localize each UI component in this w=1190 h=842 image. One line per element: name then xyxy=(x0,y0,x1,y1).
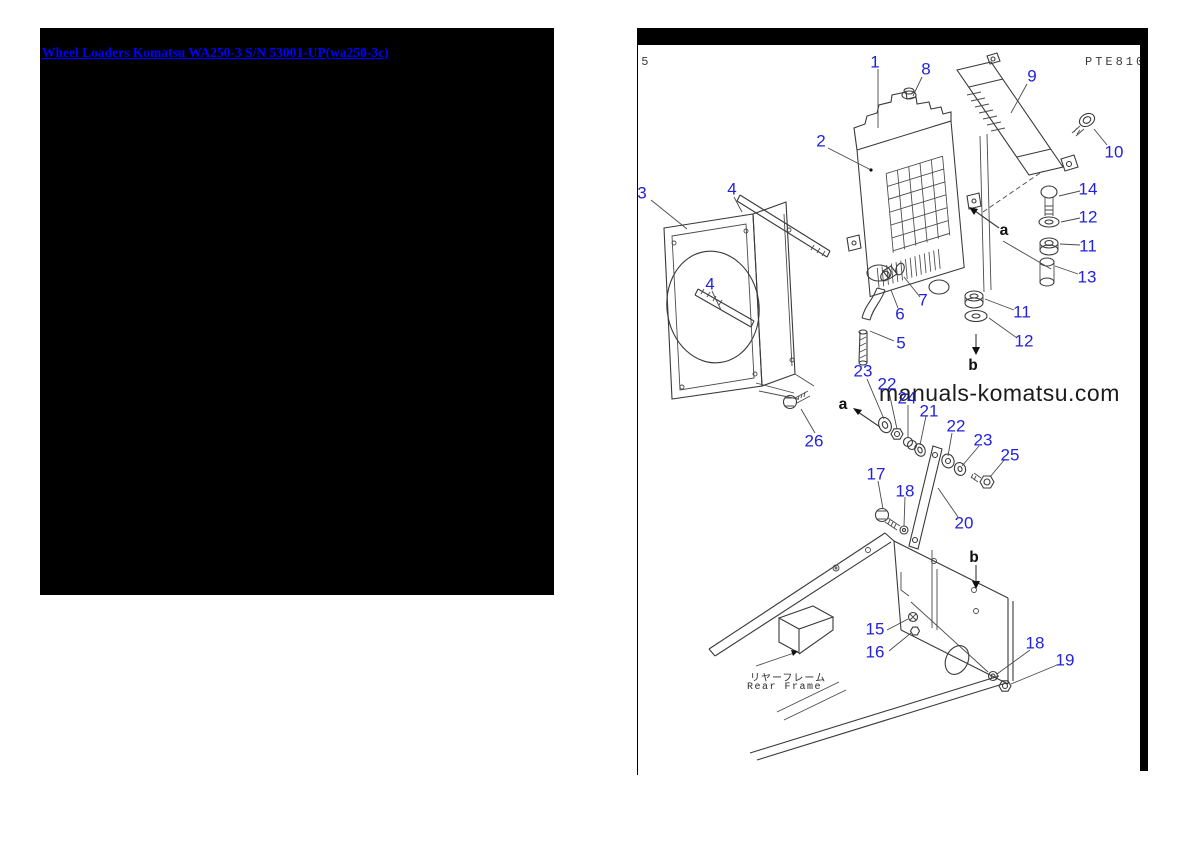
diagram-linework xyxy=(650,52,1108,761)
callout-25[interactable]: 25 xyxy=(1000,445,1020,465)
parts-diagram-panel: C5 PTE810 manuals-komatsu.com リヤーフレーム Re… xyxy=(637,28,1148,775)
callout-23[interactable]: 23 xyxy=(853,361,873,381)
hardware-below-radiator xyxy=(964,290,988,323)
view-letter-b: b xyxy=(969,549,979,567)
page-code-left: C5 xyxy=(638,55,652,69)
callout-14[interactable]: 14 xyxy=(1078,179,1098,199)
callout-12[interactable]: 12 xyxy=(1078,207,1098,227)
page-code-right: PTE810 xyxy=(1085,55,1147,69)
rear-frame xyxy=(708,532,1014,761)
hose-group xyxy=(858,262,905,366)
callout-5[interactable]: 5 xyxy=(896,333,906,353)
leader-lines xyxy=(650,69,1108,685)
washer-chain xyxy=(878,416,926,457)
view-letter-a: a xyxy=(999,222,1009,240)
callout-2[interactable]: 2 xyxy=(816,131,826,151)
callout-7[interactable]: 7 xyxy=(918,290,928,310)
callout-20[interactable]: 20 xyxy=(954,513,974,533)
callout-19[interactable]: 19 xyxy=(1055,650,1075,670)
callout-24[interactable]: 24 xyxy=(897,388,917,408)
callout-11[interactable]: 11 xyxy=(1013,302,1031,322)
callout-9[interactable]: 9 xyxy=(1027,66,1037,86)
view-arrows xyxy=(755,207,1000,667)
callout-21[interactable]: 21 xyxy=(919,401,939,421)
fan-shroud xyxy=(663,194,831,400)
callout-22[interactable]: 22 xyxy=(946,416,966,436)
callout-18[interactable]: 18 xyxy=(1025,633,1045,653)
diagram-top-border xyxy=(638,28,1148,45)
bolt-17-ring-18 xyxy=(874,507,909,535)
rear-frame-label-jp: リヤーフレーム xyxy=(750,673,827,684)
callout-13[interactable]: 13 xyxy=(1077,267,1097,287)
callout-8[interactable]: 8 xyxy=(921,59,931,79)
radiator-core-panel xyxy=(956,52,1079,176)
callout-18[interactable]: 18 xyxy=(895,481,915,501)
bolt-26 xyxy=(782,390,811,410)
hardware-stack-right xyxy=(1038,185,1060,287)
callout-23[interactable]: 23 xyxy=(973,430,993,450)
breadcrumb-link[interactable]: Wheel Loaders Komatsu WA250-3 S/N 53001-… xyxy=(42,45,389,60)
diagram-right-border xyxy=(1140,28,1148,771)
left-black-panel: Wheel Loaders Komatsu WA250-3 S/N 53001-… xyxy=(40,28,554,595)
rod-20 xyxy=(908,445,943,550)
callout-4[interactable]: 4 xyxy=(705,274,715,294)
callout-26[interactable]: 26 xyxy=(804,431,824,451)
callout-10[interactable]: 10 xyxy=(1104,142,1124,162)
watermark-text: manuals-komatsu.com xyxy=(879,380,1120,406)
callout-22[interactable]: 22 xyxy=(877,374,897,394)
callout-6[interactable]: 6 xyxy=(895,304,905,324)
rear-frame-label-en: Rear Frame xyxy=(747,682,823,693)
view-letter-a: a xyxy=(838,396,848,414)
callout-15[interactable]: 15 xyxy=(865,619,885,639)
hardware-right-mid xyxy=(941,453,995,489)
callout-17[interactable]: 17 xyxy=(866,464,886,484)
callout-16[interactable]: 16 xyxy=(865,642,885,662)
callout-1[interactable]: 1 xyxy=(870,52,880,72)
callout-12[interactable]: 12 xyxy=(1014,331,1034,351)
callout-11[interactable]: 11 xyxy=(1079,236,1097,256)
callout-4[interactable]: 4 xyxy=(727,179,737,199)
radiator-assembly xyxy=(846,87,992,298)
view-letter-b: b xyxy=(968,357,978,375)
callout-3[interactable]: 3 xyxy=(637,183,647,203)
bolt-10 xyxy=(1071,112,1096,137)
